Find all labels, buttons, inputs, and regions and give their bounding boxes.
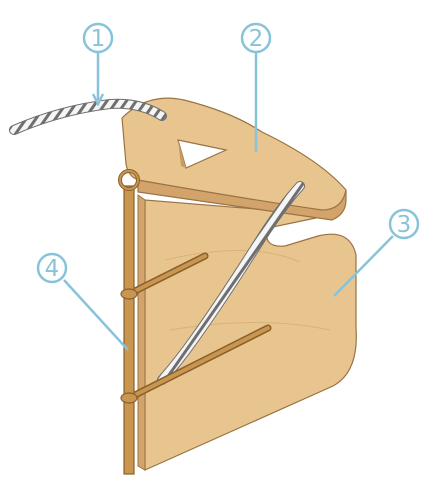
callout-4-label: 4 [45,256,60,282]
callout-2-label: 2 [249,26,264,52]
callout-2: 2 [242,24,270,52]
vertical-rod [120,171,138,474]
callout-4: 4 [38,254,66,282]
back-board [138,195,356,470]
callout-3: 3 [390,210,418,238]
callout-3-label: 3 [397,212,412,238]
callout-1: 1 [84,24,112,52]
callout-1-label: 1 [91,26,106,52]
